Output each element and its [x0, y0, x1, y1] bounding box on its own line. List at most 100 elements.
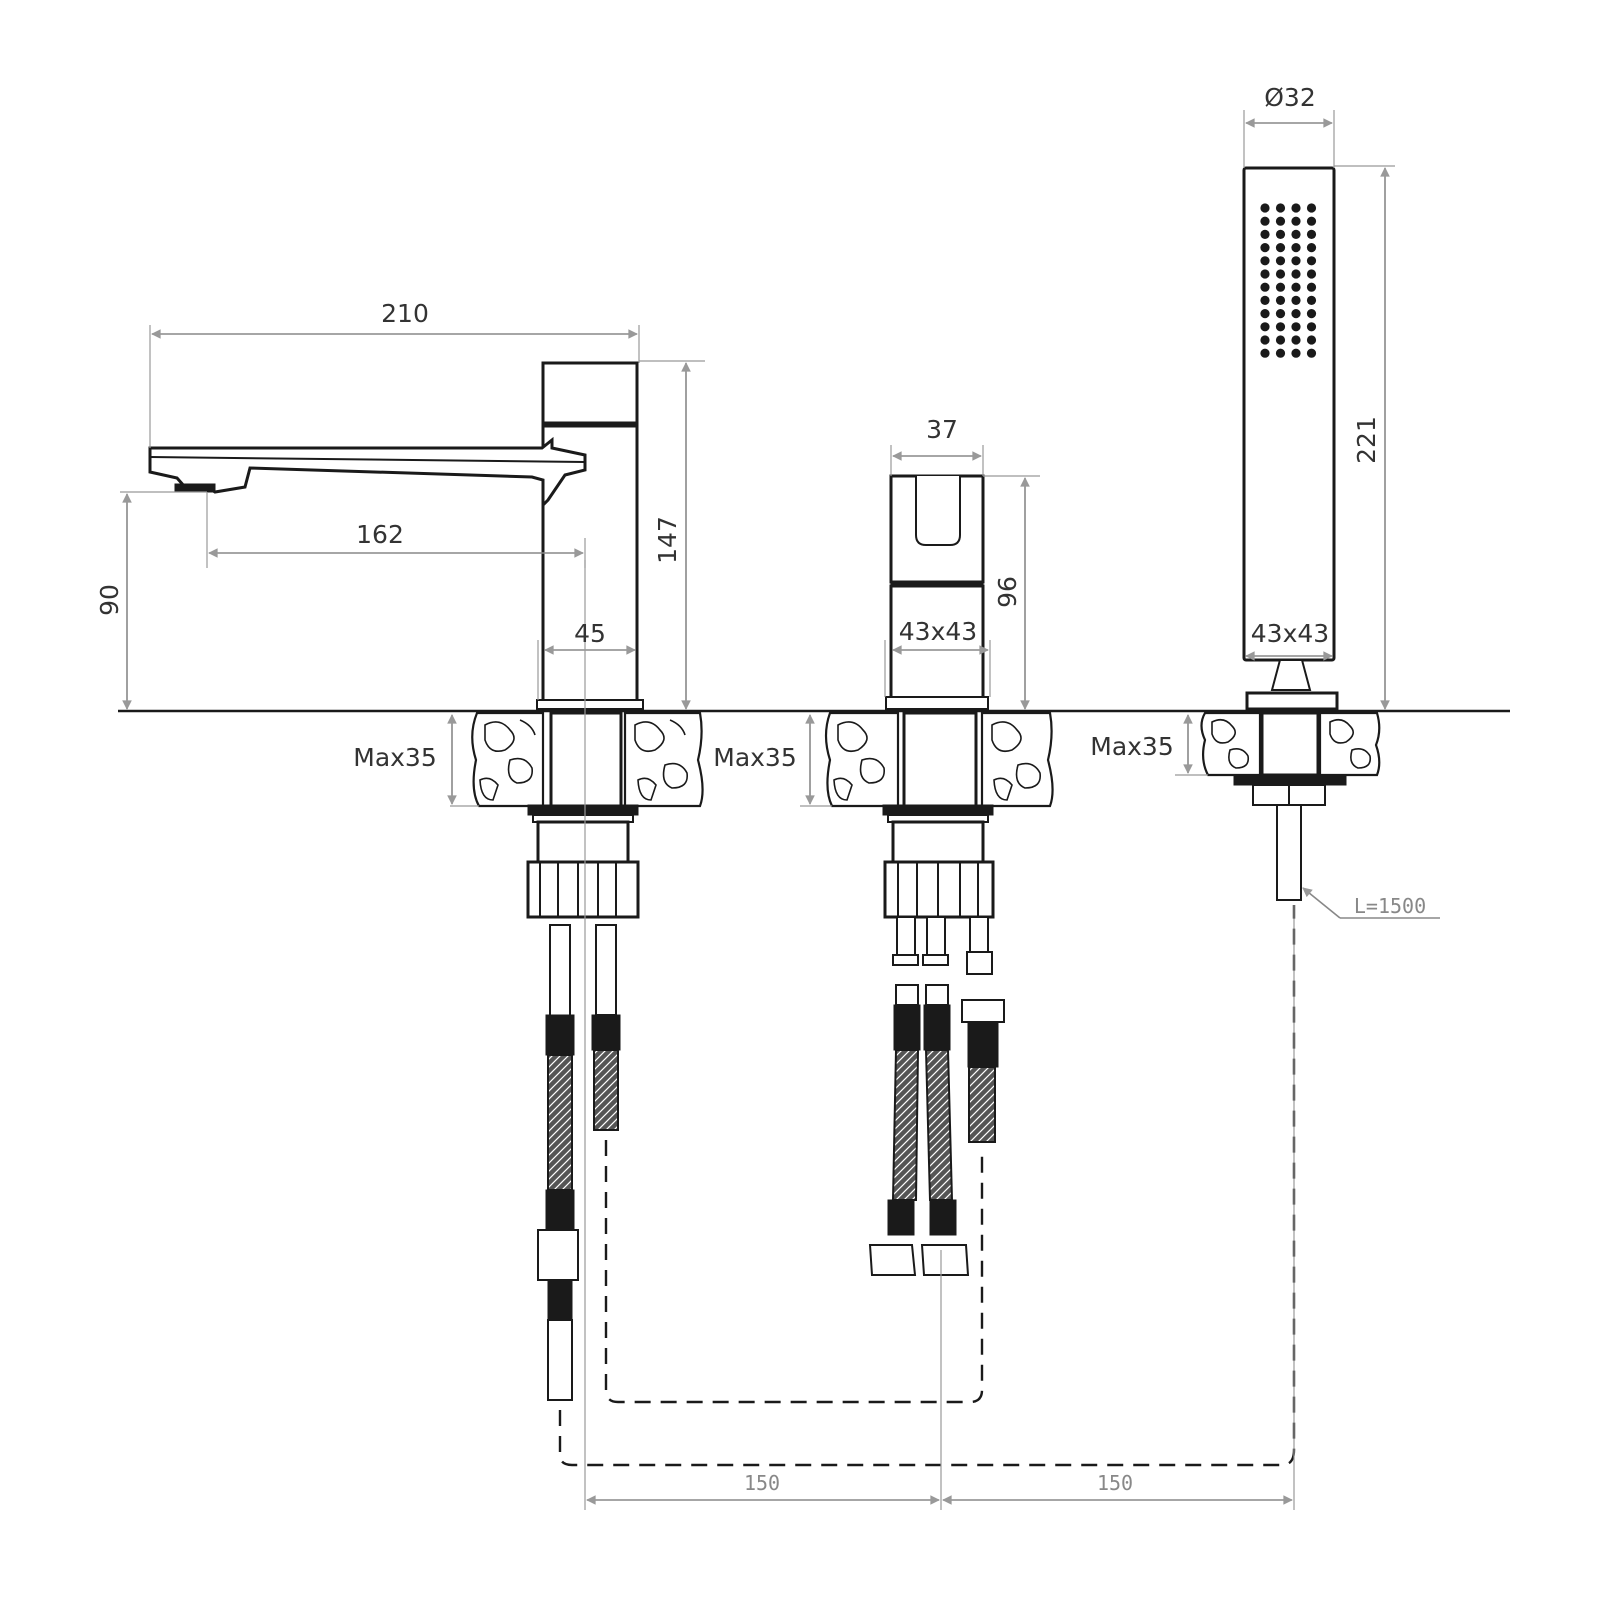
spout-shank — [549, 711, 623, 808]
spout-washer — [527, 804, 639, 816]
spout-hose-fitting-left — [545, 1014, 575, 1056]
shower-neck — [1270, 659, 1312, 691]
dim-spout-length: 210 — [381, 299, 429, 328]
shower-nozzle — [1291, 282, 1301, 292]
shower-nozzle — [1275, 269, 1286, 279]
mixer-shower-hose-nut — [961, 999, 1005, 1023]
shower-nozzle — [1260, 282, 1270, 292]
shower-nozzle — [1275, 282, 1286, 292]
shower-nozzle — [1291, 229, 1301, 239]
dim-shower-diameter: Ø32 — [1264, 83, 1316, 112]
dim-spout-body-width: 45 — [574, 619, 606, 648]
spout-assembly — [148, 361, 704, 1401]
mixer-shank — [902, 711, 978, 808]
shower-nozzle — [1275, 309, 1286, 319]
shower-nozzle — [1291, 269, 1301, 279]
shower-nozzle — [1291, 216, 1301, 226]
shower-nozzle — [1260, 243, 1270, 253]
spout-supply-pipe — [547, 1319, 573, 1401]
spout-body — [541, 361, 639, 710]
mixer-hose-nut-right — [920, 1244, 970, 1276]
shower-nozzle — [1275, 229, 1286, 239]
shower-nozzle — [1260, 256, 1270, 266]
dim-spacing-left: 150 — [744, 1471, 780, 1495]
shower-nozzle — [1260, 295, 1270, 305]
shower-nozzle — [1291, 243, 1301, 253]
shower-nozzle — [1260, 229, 1270, 239]
hose-route-outer — [558, 905, 1296, 1467]
mixer-shower-hose — [968, 1066, 996, 1143]
dim-spacing-right: 150 — [1097, 1471, 1133, 1495]
shower-nozzle — [1275, 216, 1286, 226]
dim-spout-outlet-height: 90 — [95, 584, 124, 616]
mixer-hose-nut-left — [868, 1244, 917, 1276]
dim-spout-reach: 162 — [356, 520, 404, 549]
dim-shower-deck-max: Max35 — [1090, 732, 1174, 761]
shower-nozzle — [1306, 216, 1317, 226]
shower-nozzle-grid — [1260, 203, 1317, 358]
spout-hose-left — [547, 1054, 573, 1191]
dim-mixer-body-size: 43x43 — [899, 617, 977, 646]
shower-nozzle — [1291, 309, 1301, 319]
shower-nozzle — [1260, 269, 1270, 279]
spout-hose-right — [593, 1049, 619, 1131]
shower-nozzle — [1306, 295, 1317, 305]
spout-hose-fitting-right — [591, 1014, 621, 1051]
shower-nozzle — [1260, 203, 1270, 213]
dim-spout-deck-max: Max35 — [353, 743, 437, 772]
spout-hose-pipe-left — [549, 924, 571, 1021]
deck-section-right — [623, 711, 704, 808]
shower-nozzle — [1306, 348, 1317, 358]
shower-nozzle — [1306, 309, 1317, 319]
shower-nozzle — [1275, 348, 1286, 358]
shower-nozzle — [1260, 216, 1270, 226]
shower-nozzle — [1306, 229, 1317, 239]
shower-nozzle — [1306, 335, 1317, 345]
spout-fixing-body — [536, 820, 630, 864]
shower-nozzle — [1291, 256, 1301, 266]
mixer-body — [889, 584, 985, 700]
dim-shower-length: 221 — [1352, 416, 1381, 464]
mixer-hose-right — [924, 1049, 954, 1201]
shower-nozzle — [1291, 322, 1301, 332]
shower-deck-section-left — [1200, 711, 1262, 777]
shower-nozzle — [1260, 348, 1270, 358]
shower-nozzle — [1275, 243, 1286, 253]
spout-cap-band — [542, 421, 638, 428]
shower-nozzle — [1275, 322, 1286, 332]
shower-nozzle — [1275, 203, 1286, 213]
shower-nozzle — [1291, 203, 1301, 213]
spout-base-ring — [536, 699, 644, 710]
shower-nozzle — [1260, 322, 1270, 332]
spout-hose-pipe-right — [595, 924, 617, 1016]
mixer-hose-left — [891, 1049, 920, 1201]
shower-nozzle — [1306, 203, 1317, 213]
shower-nozzle — [1291, 295, 1301, 305]
mixer-fixing-body — [891, 820, 985, 864]
dim-shower-holder-size: 43x43 — [1251, 619, 1329, 648]
shower-nozzle — [1306, 322, 1317, 332]
shower-nozzle — [1275, 256, 1286, 266]
dim-mixer-height: 96 — [993, 576, 1022, 608]
dim-hose-length: L=1500 — [1354, 894, 1426, 918]
shower-nozzle — [1291, 335, 1301, 345]
spout-hose-nut-left — [537, 1229, 579, 1281]
spout-fixing-nut — [526, 860, 640, 919]
shower-nozzle — [1306, 256, 1317, 266]
hand-shower-assembly — [1200, 166, 1381, 901]
mixer-assembly — [824, 474, 1054, 1276]
shower-nozzle — [1306, 269, 1317, 279]
shower-nozzle — [1275, 295, 1286, 305]
hose-route-inner — [604, 1140, 984, 1404]
shower-holder-top — [1245, 691, 1339, 711]
shower-nozzle — [1306, 243, 1317, 253]
mixer-base-ring — [885, 696, 989, 710]
shower-nozzle — [1291, 348, 1301, 358]
hand-shower-body — [1242, 166, 1336, 662]
shower-hose — [1276, 804, 1302, 901]
shower-nozzle — [1260, 335, 1270, 345]
dim-mixer-deck-max: Max35 — [713, 743, 797, 772]
mixer-lever-slot — [915, 476, 961, 546]
shower-nozzle — [1260, 309, 1270, 319]
